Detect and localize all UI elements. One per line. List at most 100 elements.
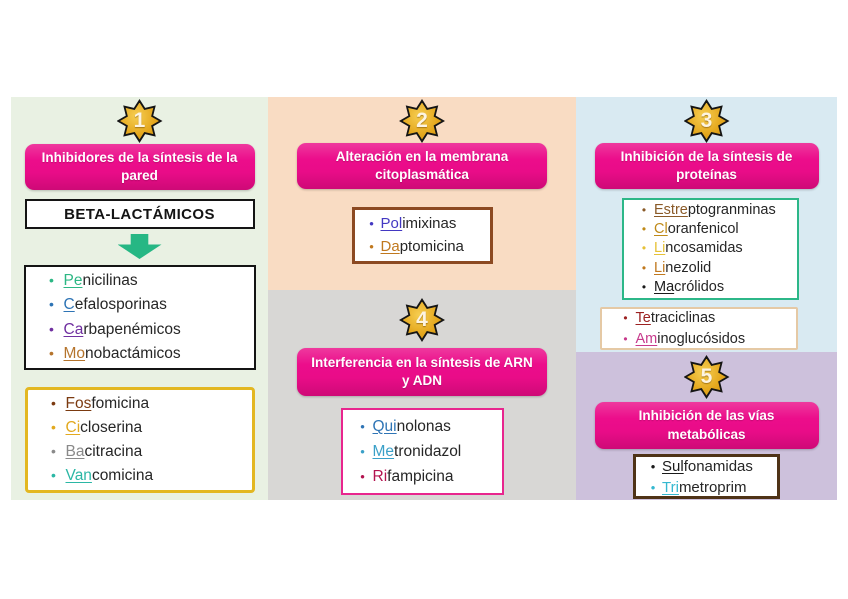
drug-prefix: Cl [654,221,668,238]
drug-prefix: Sul [662,457,684,475]
drug-rest: crólidos [674,278,725,295]
section-rna-dna: 4 Interferencia en la síntesis de ARN y … [268,290,576,500]
badge-5-number: 5 [700,365,713,388]
drug-rest: rbapenémicos [83,320,181,338]
drug-prefix: Mo [63,344,86,362]
bullet-icon: • [51,443,56,459]
badge-1: 1 [116,99,163,143]
drug-prefix: Estre [654,201,688,218]
bullet-icon: • [49,296,54,313]
drug-rest: citracina [84,443,143,460]
drug-prefix: Ma [654,278,675,295]
bullet-icon: • [360,418,365,434]
bullet-icon: • [51,467,56,484]
drug-prefix: Pe [63,272,83,290]
drug-rest: comicina [91,467,154,485]
arrow-down-icon [117,234,162,259]
drug-prefix: Li [654,240,666,257]
badge-5: 5 [683,355,730,399]
beta-lactamicos-box: BETA-LACTÁMICOS [24,199,255,229]
drug-rest: nezolid [665,259,712,276]
bullet-icon: • [49,344,54,361]
badge-3-number: 3 [700,109,713,132]
bullet-icon: • [641,279,647,294]
section-header-metabolic: Inhibición de las vías metabólicas [594,402,819,449]
column-cell-wall-synthesis: 1 Inhibidores de la síntesis de la pared… [11,97,268,500]
drug-prefix: Pol [380,215,403,232]
drug-prefix: Ca [63,320,84,338]
bullet-icon: • [650,479,656,495]
bullet-icon: • [623,331,628,346]
bullet-icon: • [641,260,647,275]
drug-prefix: Ri [372,468,388,486]
drug-rest: closerina [80,418,143,436]
badge-4: 4 [399,298,445,342]
column-membrane-and-dna: 2 Alteración en la membrana citoplasmáti… [268,97,576,500]
badge-1-number: 1 [133,109,146,132]
antibiotics-infographic-slide: 1 Inhibidores de la síntesis de la pared… [11,97,837,500]
drug-rest: traciclinas [650,310,716,327]
drug-prefix: Te [635,310,651,327]
drug-prefix: Da [380,237,400,255]
badge-2: 2 [399,99,445,143]
drug-prefix: Ci [65,418,81,436]
drug-rest: efalosporinas [74,296,167,314]
bullet-icon: • [49,272,54,289]
section-membrane: 2 Alteración en la membrana citoplasmáti… [268,97,576,290]
drug-prefix: Fos [65,394,92,412]
bullet-icon: • [360,469,365,485]
section-protein: 3 Inhibición de la síntesis de proteínas… [576,97,837,352]
drug-rest: oranfenicol [667,221,739,238]
column-protein-and-metabolic: 3 Inhibición de la síntesis de proteínas… [576,97,837,500]
bullet-icon: • [369,216,374,231]
drug-rest: nobactámicos [85,344,181,362]
drug-prefix: Li [654,259,666,276]
drug-rest: inoglucósidos [657,330,746,347]
bullet-icon: • [641,202,647,217]
badge-2-number: 2 [416,109,428,132]
drug-rest: ptomicina [399,237,464,255]
drug-prefix: Van [65,467,92,485]
drug-rest: fonamidas [683,457,753,475]
drug-rest: tronidazol [394,442,462,460]
drug-prefix: Tri [662,478,679,496]
drug-rest: nolonas [396,417,451,435]
badge-4-number: 4 [416,308,428,331]
drug-rest: nicilinas [82,272,138,290]
drug-rest: ptogranminas [687,201,776,218]
drug-prefix: Qui [372,417,397,435]
badge-3: 3 [683,99,730,143]
bullet-icon: • [360,443,365,459]
bullet-icon: • [641,241,647,256]
bullet-icon: • [51,418,56,435]
drug-prefix: C [63,296,75,314]
bullet-icon: • [623,311,628,326]
bullet-icon: • [49,320,54,337]
drug-rest: metroprim [678,478,747,496]
bullet-icon: • [51,394,56,411]
drug-rest: fomicina [91,394,150,412]
